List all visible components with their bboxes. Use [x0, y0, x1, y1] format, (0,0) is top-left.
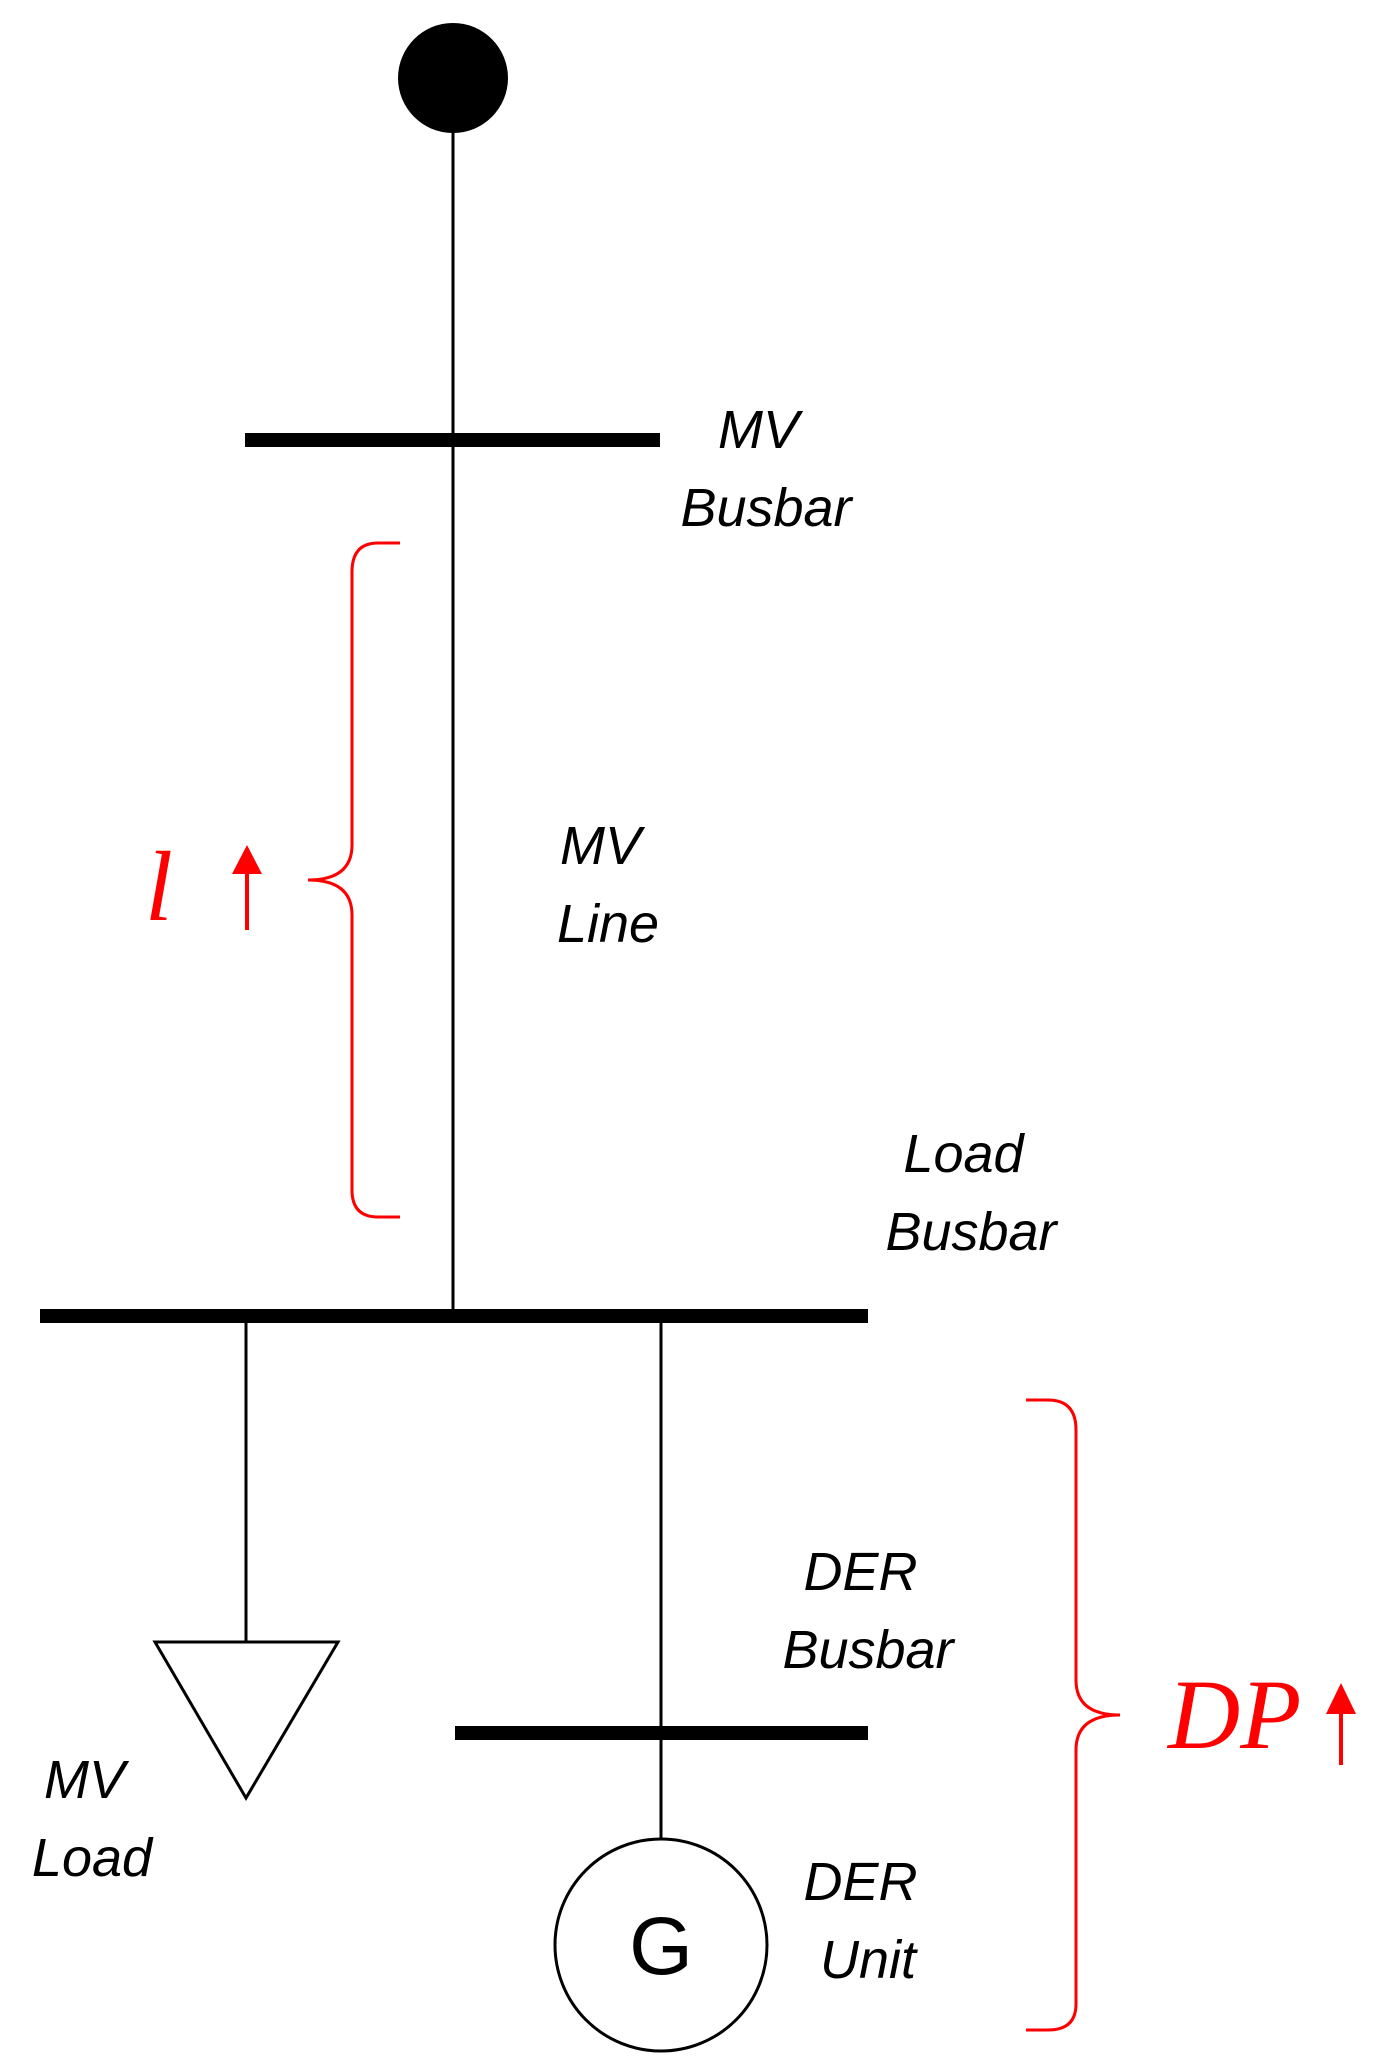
arrow-up-icon: [1326, 1683, 1356, 1714]
der-unit-label: DER Unit: [803, 1852, 932, 1990]
der-power-symbol: DP: [1166, 1659, 1301, 1770]
generator-circle-icon: [553, 1837, 769, 2053]
load-busbar-label: Load Busbar: [885, 1124, 1058, 1262]
triangle-load-icon: [152, 1640, 341, 1801]
mv-busbar-label: MV Busbar: [680, 400, 853, 538]
line-length-symbol: l: [145, 831, 173, 942]
line-length-brace: [307, 541, 400, 1219]
der-busbar-label: DER Busbar: [782, 1542, 955, 1680]
mv-load-label: MV Load: [32, 1750, 154, 1888]
der-power-brace: [1026, 1398, 1121, 2032]
arrow-up-icon: [232, 845, 262, 874]
mv-line-label: MV Line: [557, 816, 659, 954]
generator-label: G: [629, 1901, 693, 1992]
source-node-icon: [398, 23, 508, 133]
